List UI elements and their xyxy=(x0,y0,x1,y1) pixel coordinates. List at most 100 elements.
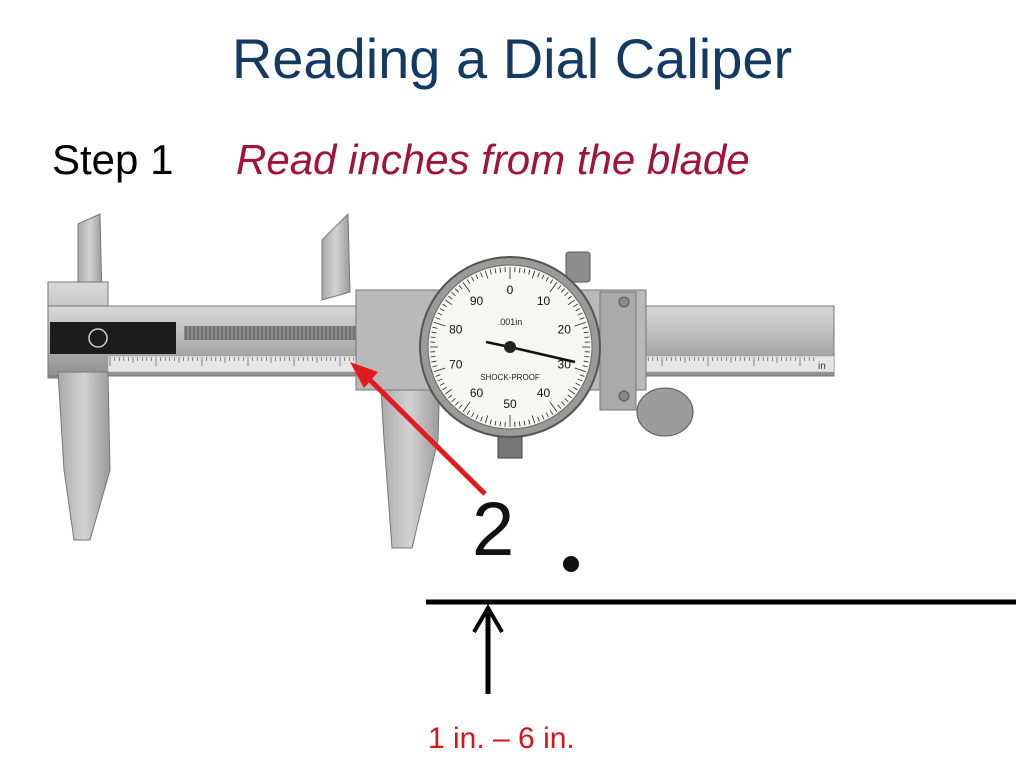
dial-number: 80 xyxy=(449,322,463,336)
dial-tick xyxy=(531,415,536,424)
dial-number: 90 xyxy=(470,294,484,308)
dial-tick xyxy=(519,421,521,427)
dial-tick xyxy=(584,356,590,358)
dial-tick xyxy=(499,421,501,427)
screw-icon xyxy=(618,296,630,308)
dial-tick xyxy=(575,308,581,312)
dial-tick xyxy=(435,317,441,320)
dial-tick xyxy=(577,378,583,382)
dial-tick xyxy=(523,420,526,426)
range-note: 1 in. – 6 in. xyxy=(428,722,575,755)
dial-tick xyxy=(431,331,437,334)
dial-number: 50 xyxy=(503,397,517,411)
dial-tick xyxy=(437,312,443,316)
dial-tick xyxy=(451,398,456,403)
dial-tick xyxy=(545,412,549,418)
dial-tick xyxy=(451,291,456,296)
dial-tick xyxy=(454,288,459,293)
red-arrow-icon xyxy=(366,376,487,496)
dial-tick xyxy=(494,420,497,426)
dial-tick xyxy=(575,382,581,386)
dial-tick xyxy=(541,274,545,280)
dial-tick xyxy=(577,312,583,316)
dial-tick xyxy=(549,279,554,284)
dial-tick xyxy=(549,410,554,415)
dial-tick xyxy=(484,270,489,279)
dial-number: 40 xyxy=(537,386,551,400)
dial-tick xyxy=(494,268,497,274)
dial-tick xyxy=(582,365,588,368)
screw-icon xyxy=(618,390,630,402)
dial-tick xyxy=(462,401,471,412)
dial-tick xyxy=(442,386,447,391)
dial-tick xyxy=(531,270,536,279)
dial-tick xyxy=(435,374,441,377)
dial-tick xyxy=(458,404,463,409)
dial-brand-label: SHOCK-PROOF xyxy=(480,373,540,382)
dial-tick xyxy=(567,394,572,399)
lock-screw xyxy=(565,251,591,283)
dial-tick xyxy=(549,282,558,293)
dial-tick xyxy=(573,386,578,391)
dial-tick xyxy=(430,356,436,358)
logo-emblem xyxy=(88,328,108,348)
dial-needle xyxy=(509,345,576,364)
dial-tick xyxy=(480,416,483,422)
dial-tick xyxy=(519,267,521,273)
dial-tick xyxy=(431,360,437,363)
up-arrow-head xyxy=(472,604,504,634)
dial-tick xyxy=(564,398,569,403)
dial-number: 70 xyxy=(449,358,463,372)
sliding-upper-jaw xyxy=(321,212,351,301)
slider-side xyxy=(599,291,637,411)
dial-tick xyxy=(573,303,578,308)
dial-tick xyxy=(432,365,438,368)
dial-tick xyxy=(537,416,540,422)
dial-tick xyxy=(442,303,447,308)
dial-tick xyxy=(432,326,438,329)
dial-tick xyxy=(579,317,585,320)
dial-tick xyxy=(433,321,446,327)
dial-tick xyxy=(523,268,526,274)
dial-tick xyxy=(541,414,545,420)
dial-number: 0 xyxy=(507,283,514,297)
step-instruction: Read inches from the blade xyxy=(236,136,750,183)
dial-tick xyxy=(439,308,445,312)
dial-tick xyxy=(568,388,575,395)
dial-tick xyxy=(475,414,479,420)
dial-tick xyxy=(564,291,569,296)
dial-tick xyxy=(583,331,589,334)
dial-number: 60 xyxy=(470,386,484,400)
dial-tick xyxy=(484,415,489,424)
decimal-point xyxy=(563,556,579,572)
dial-tick xyxy=(537,272,540,278)
dial-tick xyxy=(466,410,471,415)
dial-unit-label: .001in xyxy=(498,317,523,327)
dial-tick xyxy=(439,382,445,386)
dial-tick xyxy=(568,299,575,306)
dial-tick xyxy=(466,279,471,284)
logo-plate xyxy=(50,322,176,354)
dial-tick xyxy=(574,321,587,327)
dial-tick xyxy=(445,388,452,395)
dial-tick xyxy=(448,295,453,300)
dial-tick xyxy=(445,299,452,306)
fixed-lower-jaw xyxy=(57,371,111,541)
dial-tick xyxy=(528,419,531,425)
dial-tick xyxy=(557,285,562,290)
dial-tick xyxy=(557,404,562,409)
dial-tick xyxy=(475,274,479,280)
reading-digit: 2 xyxy=(472,487,515,572)
dial-tick xyxy=(433,367,446,373)
red-arrow-head xyxy=(350,362,378,388)
dial-tick xyxy=(561,401,566,406)
dial-tick xyxy=(454,401,459,406)
dial-tick xyxy=(458,285,463,290)
dial-tick xyxy=(549,401,558,412)
dial-tick xyxy=(579,374,585,377)
dial-tick xyxy=(430,336,436,338)
dial-tick xyxy=(567,295,572,300)
dial-tick xyxy=(582,326,588,329)
